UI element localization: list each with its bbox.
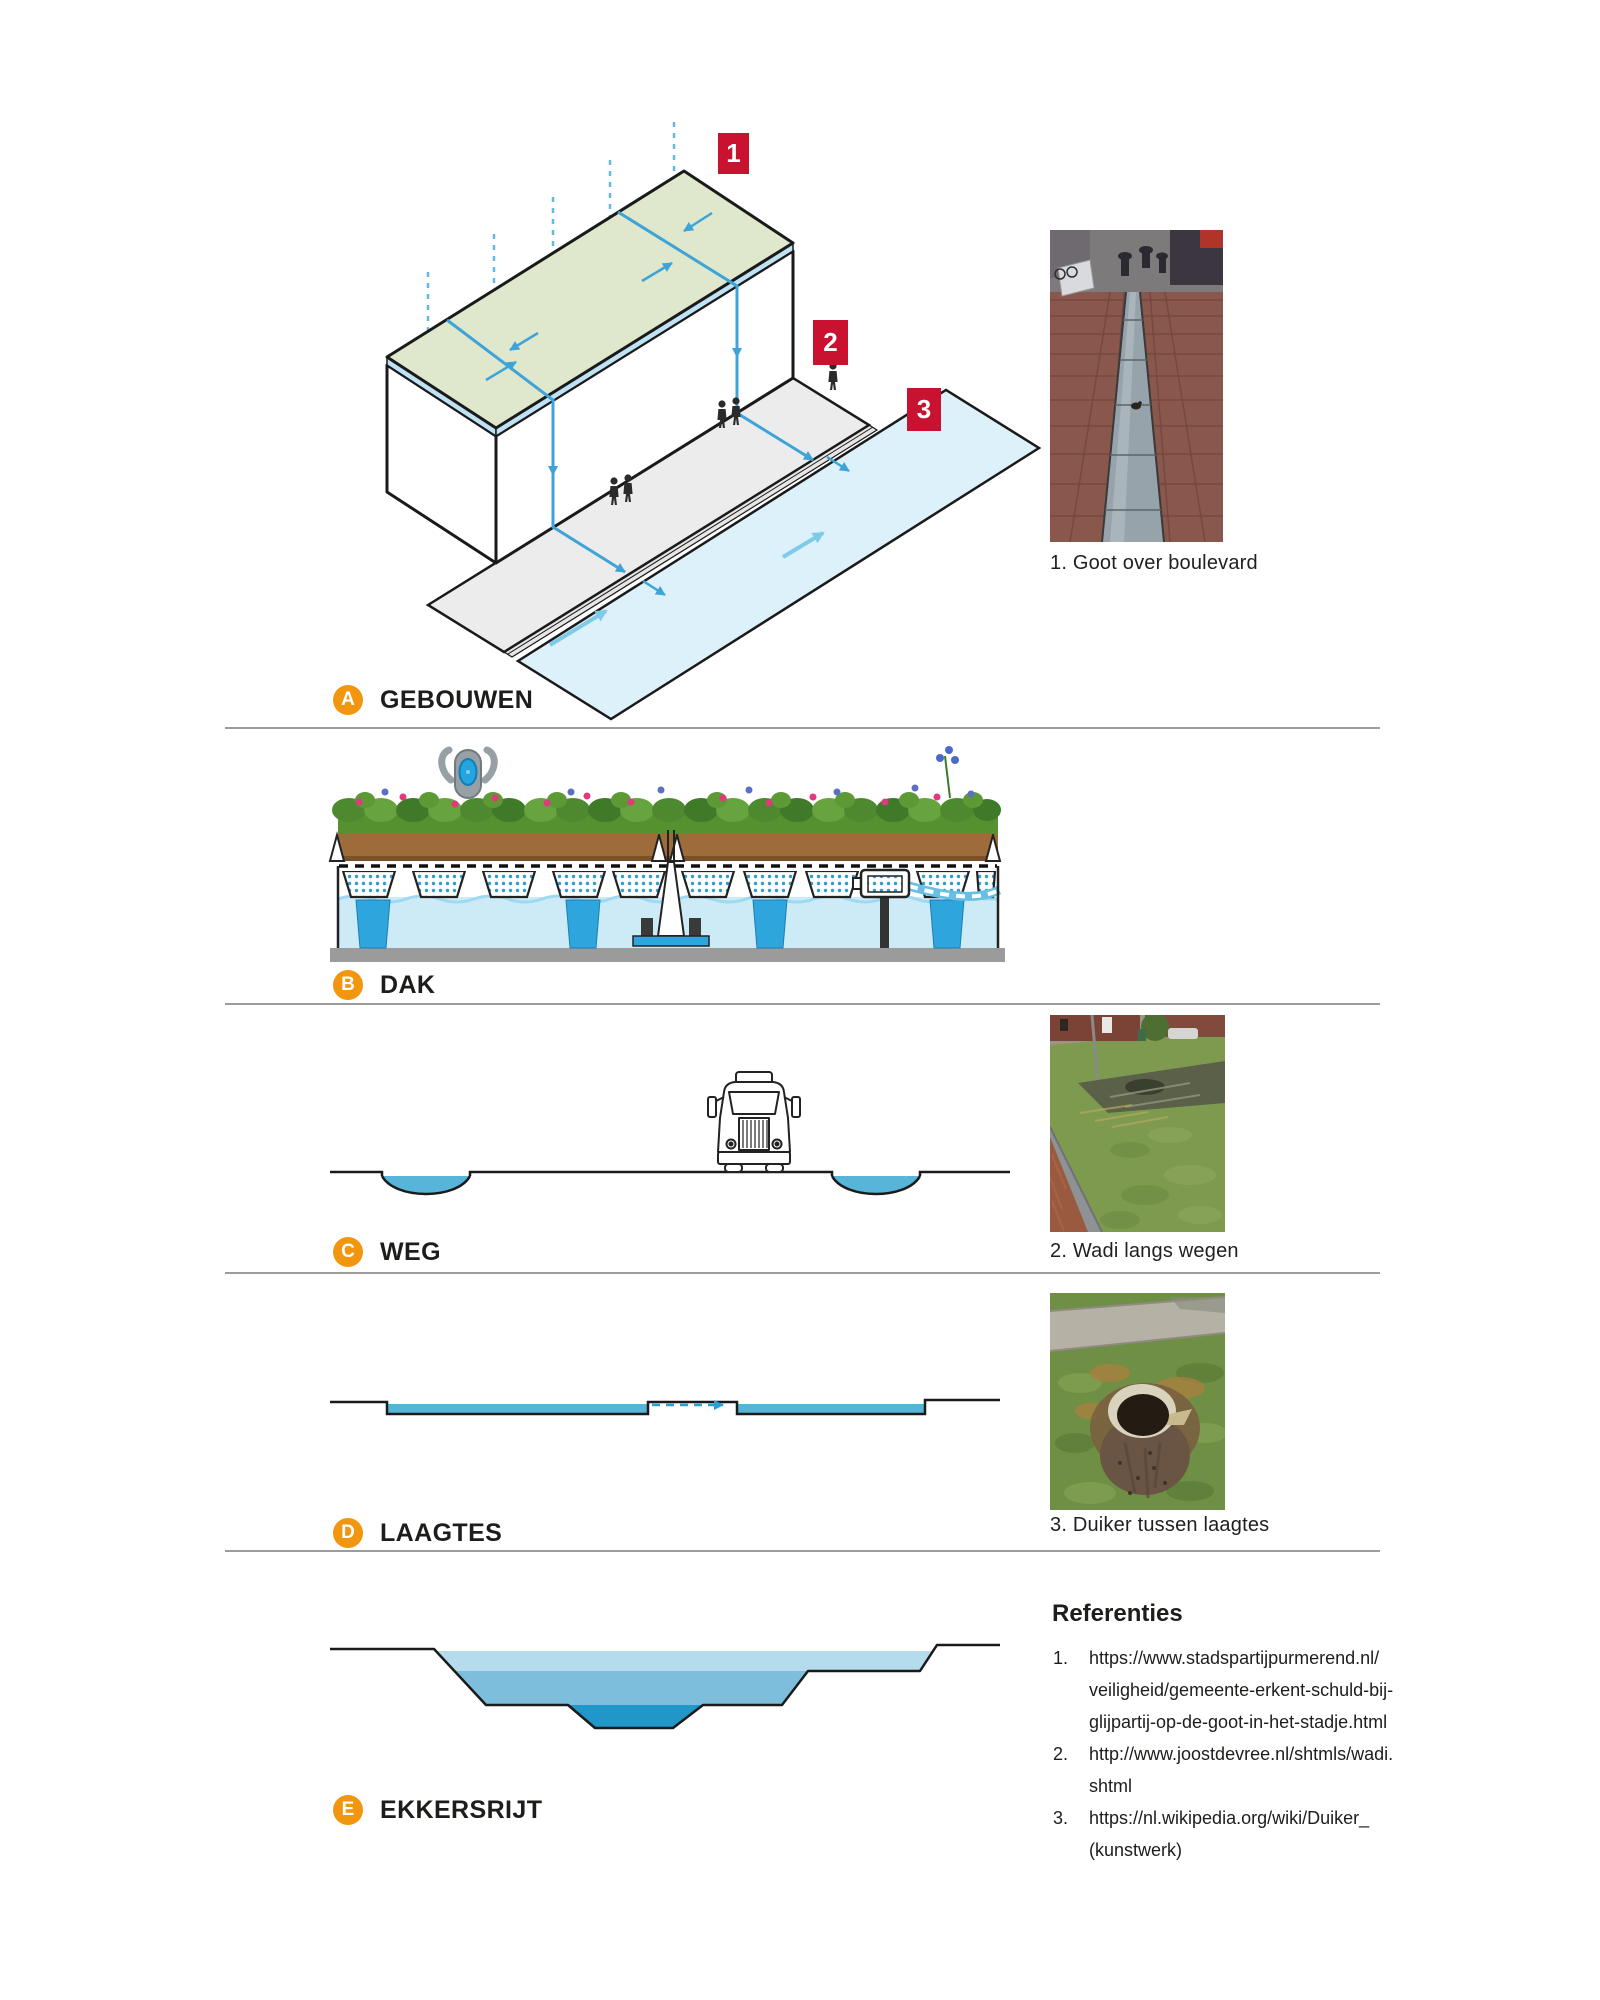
section-label-ekkersrijt: E EKKERSRIJT [333,1794,542,1826]
section-title: DAK [380,970,436,999]
roof-drain-outlet [852,868,1002,948]
marker-b-icon: B [333,970,363,1000]
reference-link: (kunstwerk) [1089,1840,1183,1860]
truck-icon [707,1071,801,1173]
caption-photo-3: 3. Duiker tussen laagtes [1050,1514,1270,1536]
reference-link: veiligheid/gemeente-erkent-schuld-bij- [1089,1680,1394,1700]
retention-basin-cross-section [330,1643,1000,1730]
photo-duiker-tussen-laagtes [1050,1293,1225,1510]
roof-flow-arrows [485,211,850,597]
pink-flowers [355,792,941,808]
section-title: EKKERSRIJT [380,1795,543,1824]
laagtes-cross-section [330,1398,1000,1416]
section-divider [225,727,1380,729]
reference-link: https://www.stadspartijpurmerend.nl/ [1089,1648,1380,1668]
references-title: Referenties [1052,1600,1183,1627]
reference-link: shtml [1089,1776,1133,1796]
section-title: WEG [380,1237,441,1266]
photo-wadi-langs-wegen [1050,1015,1225,1232]
reference-number: 1. [1053,1648,1069,1668]
reference-link: glijpartij-op-de-goot-in-het-stadje.html [1089,1712,1388,1732]
road-wadi-cross-section [330,1071,1010,1196]
water-flow-arrows [548,531,825,647]
reference-item: 1. https://www.stadspartijpurmerend.nl/ … [1050,1642,1395,1738]
marker-d-icon: D [333,1518,363,1548]
photo-goot-over-boulevard [1050,230,1223,542]
reference-link: https://nl.wikipedia.org/wiki/Duiker_ [1089,1808,1370,1828]
roof-gutters-downpipes [446,210,814,574]
green-roof-cross-section [328,746,1005,962]
badge-2: 2 [813,320,848,365]
reference-item: 3. https://nl.wikipedia.org/wiki/Duiker_… [1050,1802,1395,1866]
marker-c-icon: C [333,1237,363,1267]
marker-e-icon: E [333,1795,363,1825]
reference-number: 3. [1053,1808,1069,1828]
section-divider [225,1550,1380,1552]
tall-flower-sprig [936,746,959,799]
section-title: LAAGTES [380,1518,503,1547]
water-surface [515,388,1042,721]
roof-joint-funnel [632,830,710,947]
rain-arrows [423,122,679,346]
section-divider [225,1272,1380,1274]
reference-link: http://www.joostdevree.nl/shtmls/wadi. [1089,1744,1394,1764]
badge-1: 1 [718,133,749,174]
isometric-building-water-flow-diagram [385,122,1042,721]
section-label-laagtes: D LAAGTES [333,1517,502,1549]
caption-photo-1: 1. Goot over boulevard [1050,552,1258,574]
badge-3: 3 [907,388,941,431]
caption-photo-2: 2. Wadi langs wegen [1050,1240,1239,1262]
section-title: GEBOUWEN [380,685,534,714]
green-roof-top [385,169,795,430]
roof-sensor [438,746,498,799]
reference-number: 2. [1053,1744,1069,1764]
culvert-pipe [1108,1384,1192,1438]
references: Referenties 1. https://www.stadspartijpu… [1050,1600,1395,1866]
section-label-weg: C WEG [333,1236,441,1268]
marker-a-icon: A [333,685,363,715]
reference-item: 2. http://www.joostdevree.nl/shtmls/wadi… [1050,1738,1395,1802]
section-label-gebouwen: A GEBOUWEN [333,684,533,716]
section-divider [225,1003,1380,1005]
section-label-dak: B DAK [333,969,435,1001]
